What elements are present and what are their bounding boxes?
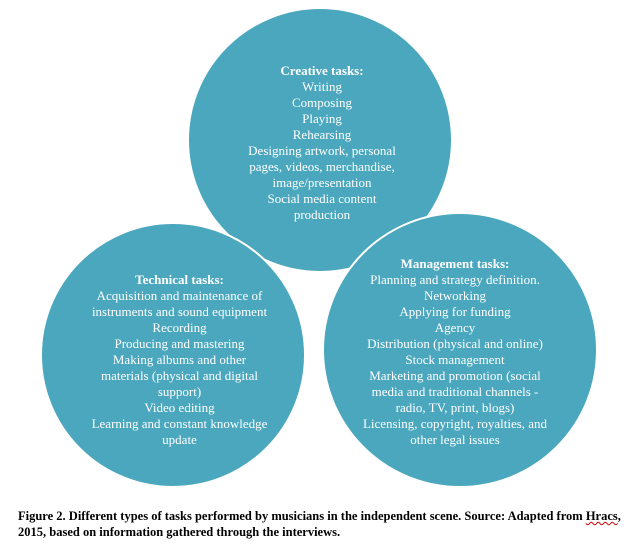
creative-tasks-block: Creative tasks: Writing Composing Playin… xyxy=(222,63,422,223)
caption-text-start: Figure 2. Different types of tasks perfo… xyxy=(18,509,586,523)
creative-circle xyxy=(187,7,453,273)
technical-task-item: Video editing xyxy=(144,400,215,415)
technical-task-item: support) xyxy=(157,384,202,399)
technical-task-item: Acquisition and maintenance of xyxy=(96,288,263,303)
technical-tasks-block: Technical tasks: Acquisition and mainten… xyxy=(82,272,277,448)
technical-task-item: instruments and sound equipment xyxy=(91,304,268,319)
technical-task-item: update xyxy=(162,432,197,447)
caption-cited-author: Hracs xyxy=(585,509,618,523)
creative-task-item: production xyxy=(293,207,351,222)
technical-task-item: Recording xyxy=(152,320,207,335)
management-task-item: radio, TV, print, blogs) xyxy=(395,400,515,415)
venn-diagram xyxy=(40,7,598,488)
creative-task-item: Social media content xyxy=(267,191,377,206)
figure-caption: Figure 2. Different types of tasks perfo… xyxy=(18,508,628,540)
creative-tasks-title: Creative tasks: xyxy=(280,63,364,78)
management-task-item: Planning and strategy definition. xyxy=(370,272,540,287)
management-task-item: Stock management xyxy=(405,352,505,367)
management-tasks-title: Management tasks: xyxy=(400,256,510,271)
technical-circle xyxy=(40,222,306,488)
creative-task-item: pages, videos, merchandise, xyxy=(249,159,395,174)
technical-task-item: Producing and mastering xyxy=(114,336,245,351)
creative-task-item: Designing artwork, personal xyxy=(248,143,396,158)
management-tasks-block: Management tasks: Planning and strategy … xyxy=(355,256,555,448)
technical-task-item: Learning and constant knowledge xyxy=(91,416,268,431)
management-task-item: Applying for funding xyxy=(399,304,511,319)
caption-text-end: , 2015, based on information gathered th… xyxy=(18,509,621,539)
technical-task-item: materials (physical and digital xyxy=(100,368,259,383)
management-task-item: media and traditional channels - xyxy=(371,384,539,399)
management-task-item: Licensing, copyright, royalties, and xyxy=(362,416,548,431)
creative-task-item: image/presentation xyxy=(272,175,372,190)
management-task-item: other legal issues xyxy=(410,432,500,447)
creative-task-item: Rehearsing xyxy=(292,127,352,142)
management-circle xyxy=(322,212,598,488)
management-task-item: Agency xyxy=(434,320,476,335)
center-down-arrow xyxy=(296,278,330,312)
creative-task-item: Writing xyxy=(302,79,342,94)
technical-tasks-title: Technical tasks: xyxy=(135,272,224,287)
management-task-item: Marketing and promotion (social xyxy=(369,368,541,383)
technical-task-item: Making albums and other xyxy=(112,352,247,367)
management-task-item: Networking xyxy=(423,288,487,303)
management-task-item: Distribution (physical and online) xyxy=(367,336,543,351)
creative-task-item: Playing xyxy=(302,111,342,126)
creative-task-item: Composing xyxy=(292,95,352,110)
